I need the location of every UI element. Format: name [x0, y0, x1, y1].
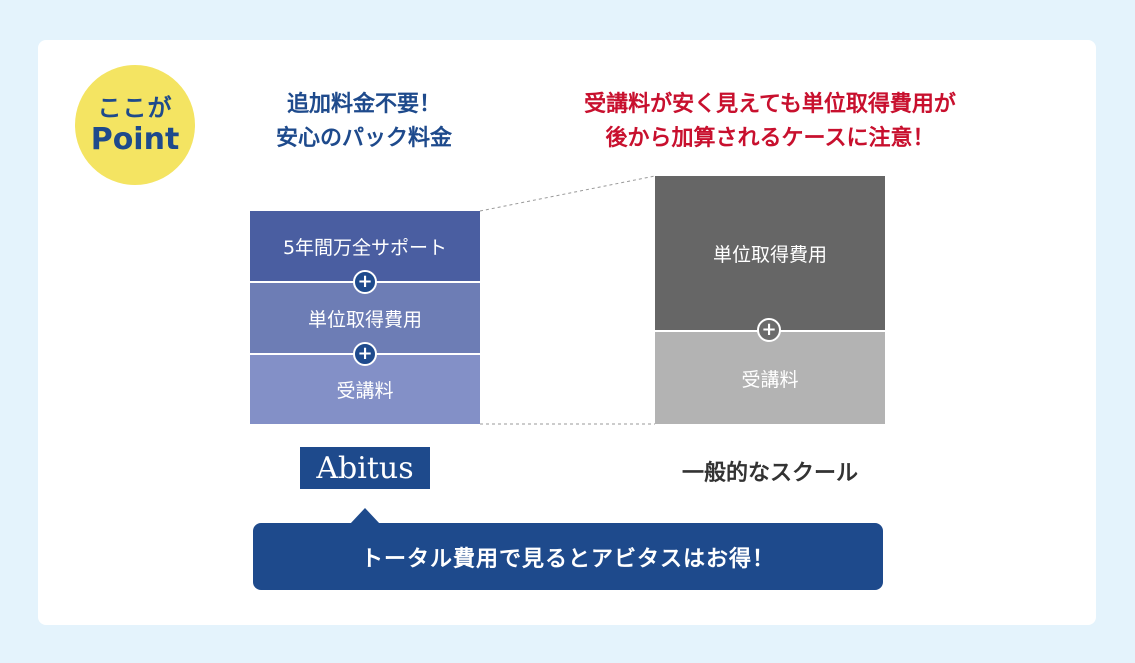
plus-icon: +	[757, 318, 781, 342]
plus-icon: +	[353, 270, 377, 294]
abitus-support-label: 5年間万全サポート	[282, 236, 448, 259]
abitus-headline-line1: 追加料金不要！	[286, 92, 441, 117]
callout-tail	[350, 508, 380, 524]
abitus-headline-line2: 安心のパック料金	[275, 126, 452, 151]
general-tuition-label: 受講料	[741, 368, 799, 391]
general-segment-tuition: 受講料	[655, 332, 885, 424]
general-school-label: 一般的なスクール	[681, 461, 858, 486]
warning-headline: 受講料が安く見えても単位取得費用が 後から加算されるケースに注意！	[520, 88, 1020, 156]
abitus-segment-credit-fee: 単位取得費用	[250, 283, 480, 353]
abitus-headline: 追加料金不要！ 安心のパック料金	[248, 88, 480, 156]
abitus-credit-fee-label: 単位取得費用	[307, 308, 422, 331]
warning-headline-line1: 受講料が安く見えても単位取得費用が	[584, 92, 956, 117]
callout-text: トータル費用で見るとアビタスはお得！	[360, 546, 775, 572]
callout-banner: トータル費用で見るとアビタスはお得！	[253, 523, 883, 590]
point-badge-line1: ここが	[97, 94, 173, 122]
general-segment-credit-fee: 単位取得費用	[655, 176, 885, 330]
abitus-tuition-label: 受講料	[336, 380, 394, 402]
abitus-segment-support: 5年間万全サポート	[250, 211, 480, 281]
point-badge: ここが Point	[75, 65, 195, 185]
warning-headline-line2: 後から加算されるケースに注意！	[605, 126, 935, 151]
abitus-logo: Abitus	[300, 447, 430, 489]
general-credit-fee-label: 単位取得費用	[712, 243, 827, 266]
plus-icon: +	[353, 342, 377, 366]
abitus-segment-tuition: 受講料	[250, 355, 480, 424]
point-badge-line2: Point	[90, 122, 180, 157]
